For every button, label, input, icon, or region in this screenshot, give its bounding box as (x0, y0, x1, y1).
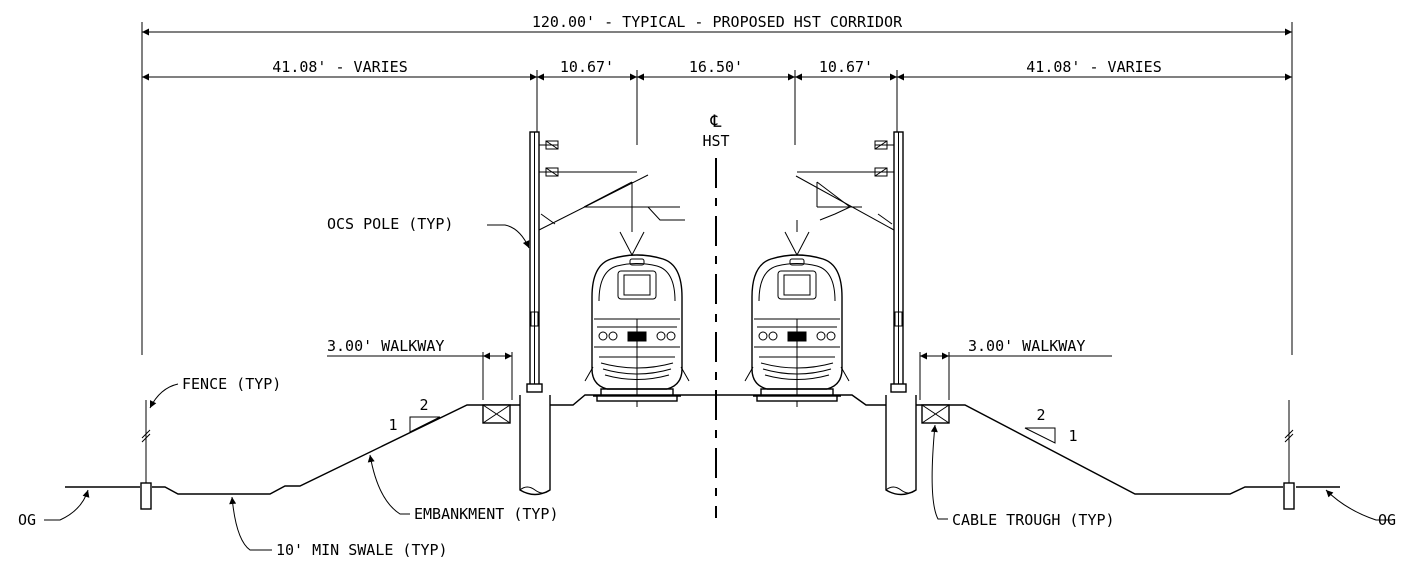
train-left (584, 254, 690, 408)
track-bed-right (756, 395, 838, 402)
callout-leaders (44, 224, 1392, 551)
hst-centerline: ℄ HST (702, 112, 730, 518)
left-varies-dimension: 41.08' - VARIES (272, 58, 407, 76)
walkway-dimension-left (327, 352, 513, 400)
swale-callout: 10' MIN SWALE (TYP) (276, 541, 448, 559)
train-right (744, 254, 850, 408)
ocs-pole-callout: OCS POLE (TYP) (327, 215, 453, 233)
og-left-callout: OG (18, 511, 36, 529)
left-track-dimension: 10.67' (560, 58, 614, 76)
slope-indicator-right: 2 1 (1024, 406, 1078, 445)
ocs-pole-left (526, 131, 685, 393)
cable-trough-left (482, 404, 511, 424)
overall-corridor-dimension: 120.00' - TYPICAL - PROPOSED HST CORRIDO… (532, 13, 903, 31)
ocs-foundation-right (885, 395, 917, 496)
fence-left (140, 400, 152, 510)
svg-text:2: 2 (419, 396, 428, 414)
walkway-dimension-right (919, 352, 1112, 400)
centerline-label: HST (702, 132, 729, 150)
svg-text:1: 1 (1068, 427, 1077, 445)
ground-embankment-profile (65, 394, 1340, 495)
ocs-foundation-left (519, 395, 551, 496)
fence-callout: FENCE (TYP) (182, 375, 281, 393)
embankment-callout: EMBANKMENT (TYP) (414, 505, 559, 523)
fence-right (1283, 400, 1295, 510)
og-right-callout: OG (1378, 511, 1396, 529)
centerline-symbol: ℄ (710, 112, 722, 132)
walkway-callout-right: 3.00' WALKWAY (968, 337, 1085, 355)
cable-trough-callout: CABLE TROUGH (TYP) (952, 511, 1115, 529)
cable-trough-right (921, 404, 950, 424)
right-track-dimension: 10.67' (819, 58, 873, 76)
track-bed-left (596, 395, 678, 402)
center-dimension: 16.50' (689, 58, 743, 76)
slope-indicator-left: 2 1 (388, 396, 441, 434)
svg-text:2: 2 (1036, 406, 1045, 424)
svg-text:1: 1 (388, 416, 397, 434)
dimension-lines (141, 22, 1293, 355)
right-varies-dimension: 41.08' - VARIES (1026, 58, 1161, 76)
ocs-pole-right (784, 131, 907, 393)
walkway-callout-left: 3.00' WALKWAY (327, 337, 444, 355)
